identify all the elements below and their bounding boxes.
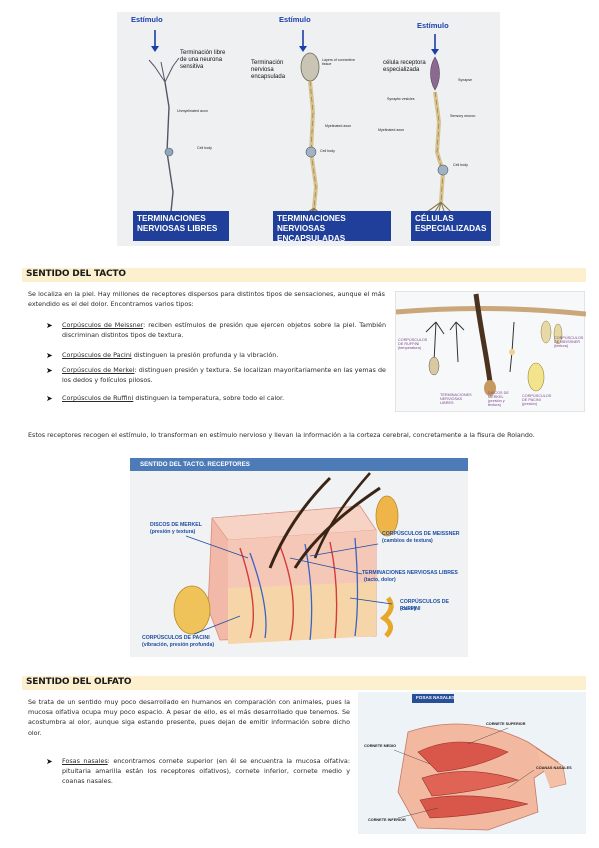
cornete-superior-label: CORNETE SUPERIOR (486, 722, 526, 726)
term-fosas: Fosas nasales (62, 757, 108, 765)
receptor-types-figure: CORPÚSCULOS DE RUFFINI (temperatura) TER… (395, 291, 587, 412)
sensory-neuron-label: Sensory neuron (450, 114, 476, 118)
merkel-label-small: DISCOS DE MERKEL (presión y textura) (488, 391, 509, 407)
unmyelinated-axon-label: Unmyelinated axon (177, 109, 208, 113)
coanas-label: COANAS NASALES (536, 766, 572, 770)
tacto-conclusion: Estos receptores recogen el estímulo, lo… (28, 431, 535, 439)
caption-free-endings: TERMINACIONES NERVIOSAS LIBRES (133, 211, 229, 241)
meissner-label: CORPÚSCULOS DE MEISSNER (382, 531, 460, 537)
encapsulated-description: Terminación nerviosa encapsulada (251, 60, 286, 80)
tacto-title: SENTIDO DEL TACTO (26, 269, 126, 279)
merkel-text: : distinguen presión y textura. Se local… (62, 366, 386, 385)
cell-body-label-1: Cell body (197, 146, 212, 150)
libres-label-small: TERMINACIONES NERVIOSAS LIBRES (440, 393, 472, 405)
encapsulated-nerve-ending-drawing (298, 52, 328, 227)
tacto-intro: Se localiza en la piel. Hay millones de … (28, 290, 385, 309)
connective-layers-label: Layers of connective tissue (322, 58, 355, 66)
nose-title-bar (412, 694, 454, 703)
skin-cross-section (173, 472, 399, 644)
bullet-arrow-icon: ➤ (46, 366, 53, 375)
nasal-cavity-illustration (393, 723, 567, 831)
free-ending-description: Terminación libre de una neurona sensiti… (180, 50, 226, 70)
receptor-types-illustration (395, 293, 587, 396)
list-item-ruffini: Corpúsculos de Ruffini distinguen la tem… (62, 393, 386, 403)
term-pacini: Corpúsculos de Pacini (62, 351, 132, 359)
bullet-arrow-icon: ➤ (46, 757, 53, 766)
stimulus-arrows (151, 30, 439, 55)
list-item-fosas: Fosas nasales: encontramos cornete super… (62, 756, 350, 787)
libres-sub-label: (tacto, dolor) (364, 577, 396, 583)
pacini-text: distinguen la presión profunda y la vibr… (131, 351, 279, 359)
myelinated-axon-label-1: Myelinated axon (325, 124, 352, 128)
ruffini-label-small: CORPÚSCULOS DE RUFFINI (temperatura) (398, 338, 428, 350)
merkel-label: DISCOS DE MERKEL (150, 522, 202, 528)
olfato-section-header: SENTIDO DEL OLFATO (22, 676, 586, 690)
list-item-pacini: Corpúsculos de Pacini distinguen la pres… (62, 350, 386, 360)
olfato-title: SENTIDO DEL OLFATO (26, 677, 132, 687)
ruffini-label: CORPÚSCULOS DE RUFFINI (400, 599, 449, 612)
caption-encapsulated: TERMINACIONES NERVIOSAS ENCAPSULADAS (273, 211, 391, 243)
meissner-sub-label: (cambios de textura) (382, 538, 433, 544)
nerve-endings-figure: Estímulo Estímulo Estímulo Terminación l… (117, 12, 500, 246)
synaptic-vesicles-label: Synaptic vesicles (387, 97, 415, 101)
tacto-section-header: SENTIDO DEL TACTO (22, 268, 586, 282)
cornete-inferior-label: CORNETE INFERIOR (368, 818, 406, 822)
list-item-meissner: Corpúsculos de Meissner: reciben estímul… (62, 320, 386, 340)
free-nerve-ending-drawing (148, 57, 184, 227)
caption-specialized: CÉLULAS ESPECIALIZADAS (411, 211, 491, 241)
nose-title: FOSAS NASALES (416, 695, 456, 700)
bullet-arrow-icon: ➤ (46, 351, 53, 360)
list-item-merkel: Corpúsculos de Merkel: distinguen presió… (62, 365, 386, 385)
myelinated-axon-label-2: Myelinated axon (378, 128, 405, 132)
olfato-intro: Se trata de un sentido muy poco desarrol… (28, 698, 350, 737)
pacini-label-small: CORPÚSCULOS DE PACINI (presión) (522, 394, 552, 406)
skin-figure-title-bar (130, 458, 468, 471)
term-meissner: Corpúsculos de Meissner (62, 321, 144, 329)
ruffini-sub-label: (calor) (400, 606, 416, 612)
skin-receptors-figure: SENTIDO DEL TACTO. RECEPTORES DISCOS DE … (130, 458, 468, 657)
ruffini-text: distinguen la temperatura, sobre todo el… (133, 394, 285, 402)
meissner-text: : reciben estímulos de presión que ejerc… (62, 321, 386, 340)
pacini-sub-label: (vibración, presión profunda) (142, 642, 215, 648)
stimulus-label-3: Estímulo (417, 21, 449, 30)
synapse-label: Synapse (458, 78, 472, 82)
nerve-endings-illustration (148, 30, 456, 227)
skin-figure-title: SENTIDO DEL TACTO. RECEPTORES (140, 461, 250, 468)
bullet-arrow-icon: ➤ (46, 394, 53, 403)
cornete-medio-label: CORNETE MEDIO (364, 744, 397, 748)
libres-label: TERMINACIONES NERVIOSAS LIBRES (362, 570, 458, 576)
specialized-receptor-cell-drawing (426, 56, 456, 221)
nasal-cavity-figure: FOSAS NASALES CORNETE SUPERIOR CORNETE M… (358, 692, 586, 834)
stimulus-label-2: Estímulo (279, 15, 311, 24)
meissner-label-small: CORPÚSCULOS DE MEISSNER (textura) (554, 336, 584, 348)
cell-body-label-2: Cell body (320, 149, 335, 153)
stimulus-label-1: Estímulo (131, 15, 163, 24)
cell-body-label-3: Cell body (453, 163, 468, 167)
merkel-sub-label: (presión y textura) (150, 529, 196, 535)
term-merkel: Corpúsculos de Merkel (62, 366, 135, 374)
bullet-arrow-icon: ➤ (46, 321, 53, 330)
fosas-text: : encontramos cornete superior (en él se… (62, 757, 350, 786)
term-ruffini: Corpúsculos de Ruffini (62, 394, 134, 402)
pacini-label: CORPÚSCULOS DE PACINI (142, 635, 210, 641)
specialized-description: célula receptora especializada (383, 60, 426, 73)
